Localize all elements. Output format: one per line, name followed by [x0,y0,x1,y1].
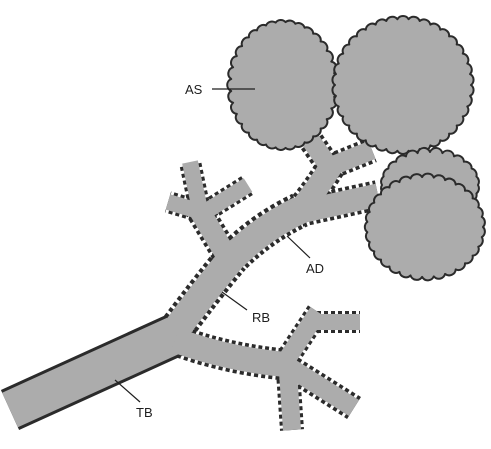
ad-leader-line [287,236,310,258]
label-ad: AD [306,261,324,276]
label-rb: RB [252,310,270,325]
terminal-bronchiole [10,335,175,410]
label-tb-group: TB [115,380,153,420]
label-rb-group: RB [222,292,270,325]
label-as: AS [185,82,203,97]
label-tb: TB [136,405,153,420]
alveolar-sac-upper-right [332,16,473,154]
respiratory-bronchiole [170,210,300,338]
upper-twig-c [208,185,248,210]
lower-twig-d [288,372,292,430]
rb-leader-line [222,292,247,310]
tb-leader-line [115,380,140,402]
alveolar-sac-upper-left [227,20,338,150]
airway-fill [10,125,378,430]
upper-twig-b [190,162,200,210]
label-ad-group: AD [287,236,324,276]
